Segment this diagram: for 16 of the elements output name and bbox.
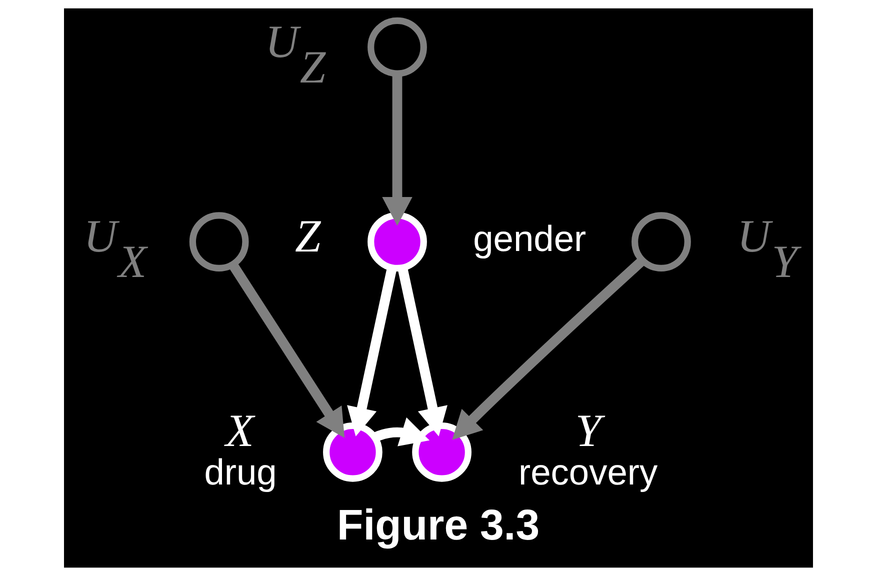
arrow — [382, 74, 412, 226]
arrow — [228, 262, 344, 438]
node-label: gender — [472, 218, 586, 260]
node-circle — [631, 212, 690, 272]
arrow — [452, 256, 646, 440]
arrow — [372, 417, 430, 446]
node-circle — [367, 212, 426, 272]
node-circle — [412, 422, 471, 482]
node-circle — [367, 17, 426, 77]
diagram-title: Figure 3.3 — [336, 501, 540, 550]
node-label: recovery — [518, 451, 658, 492]
node-circle — [188, 212, 248, 272]
node-label: Z — [294, 210, 320, 262]
arrow — [346, 266, 396, 436]
arrow — [397, 266, 447, 436]
node-circle — [322, 422, 382, 482]
